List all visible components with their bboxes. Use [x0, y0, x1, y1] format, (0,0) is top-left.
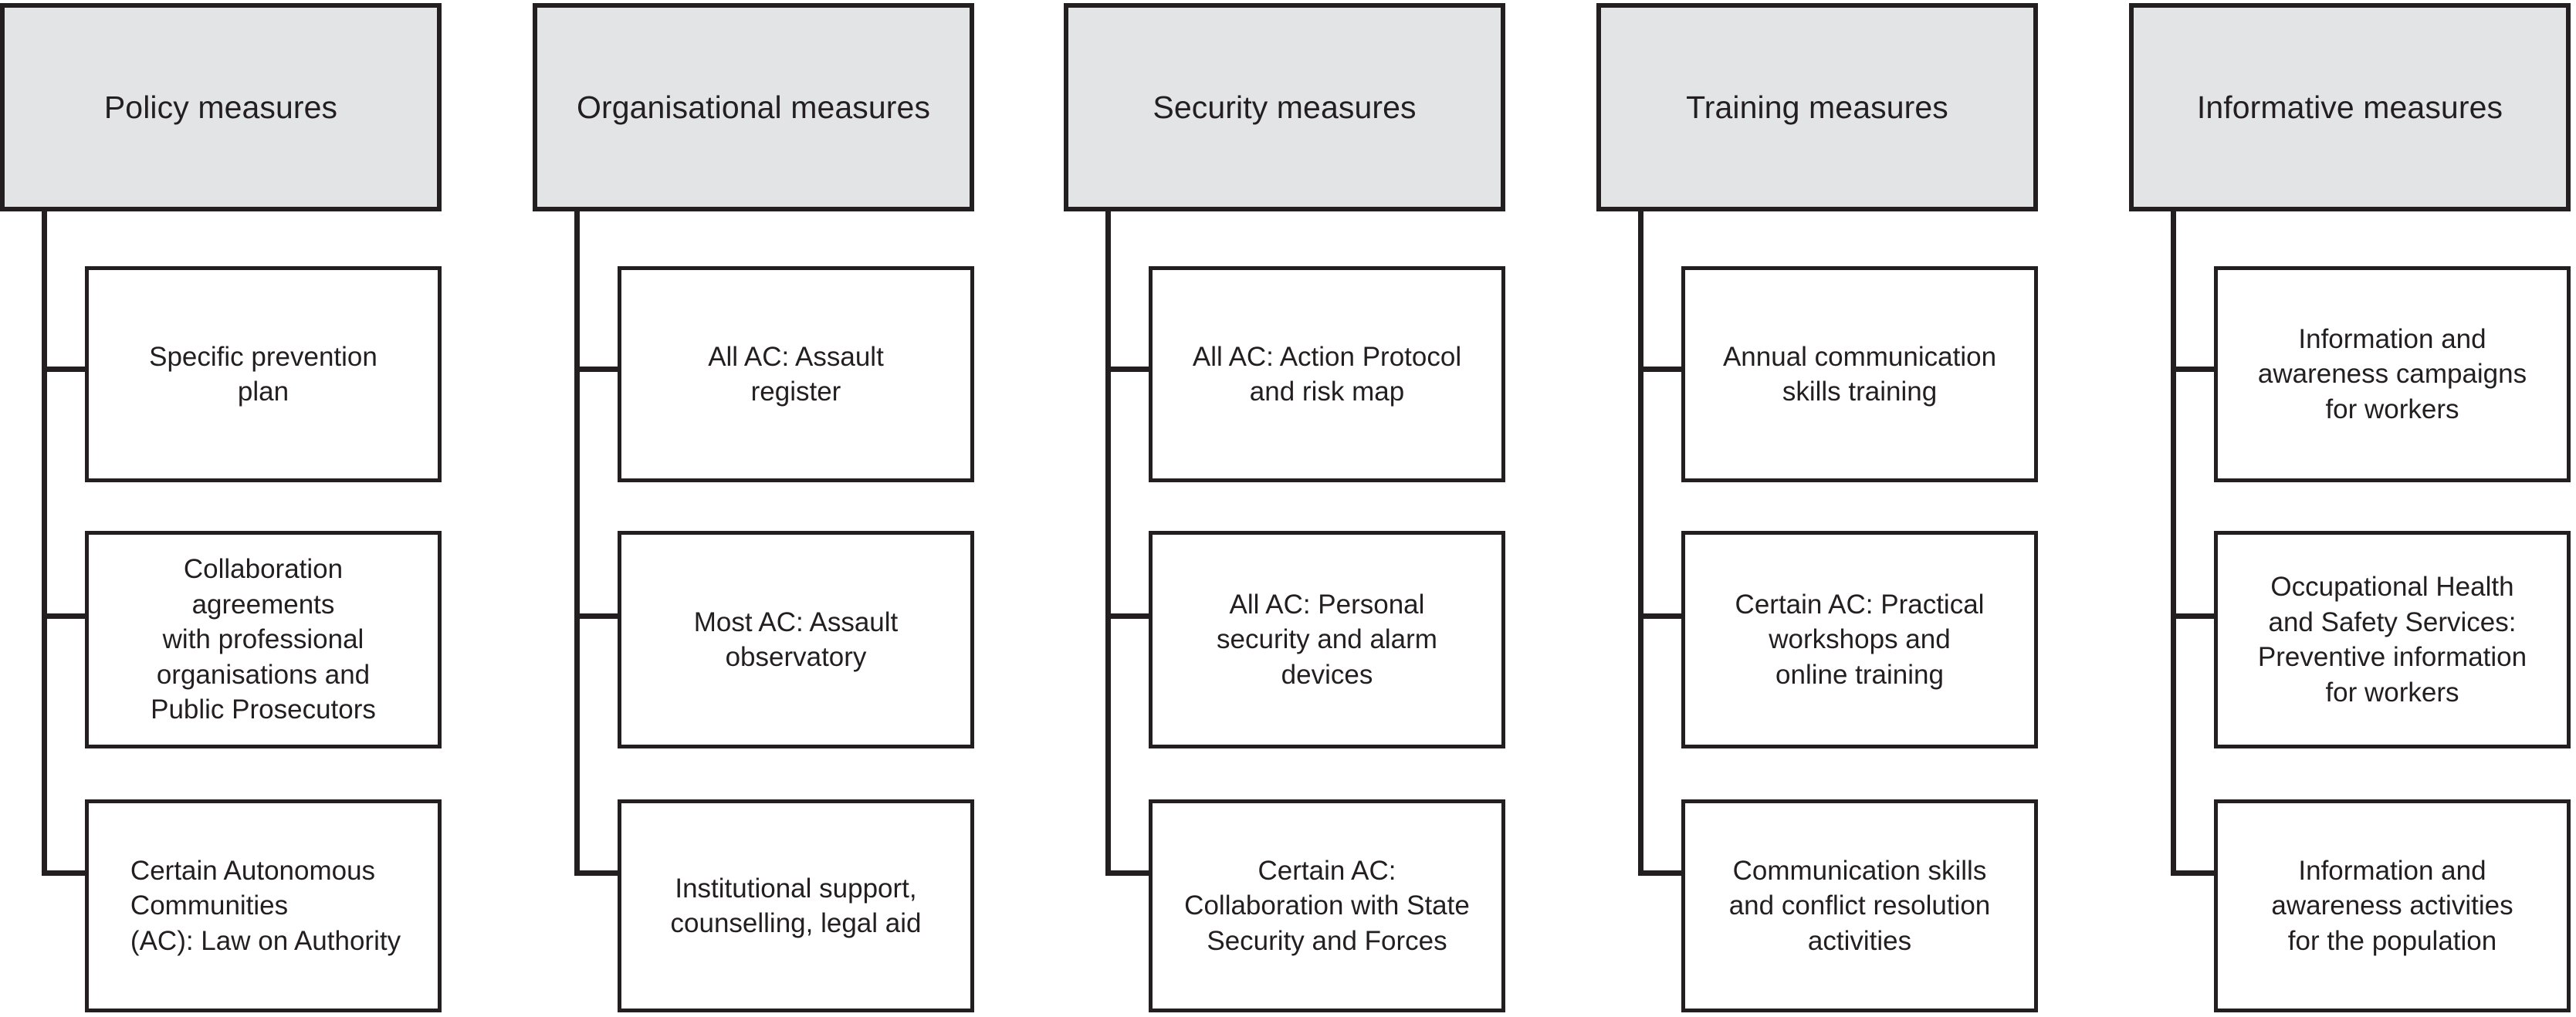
header-box-organisational[interactable]: Organisational measures [533, 3, 974, 211]
connector-branch-policy-3 [42, 870, 90, 876]
node-label-organisational-3: Institutional support, counselling, lega… [670, 873, 922, 939]
header-box-training[interactable]: Training measures [1596, 3, 2038, 211]
node-label-policy-1: Specific prevention plan [149, 341, 377, 407]
diagram-column-policy: Policy measures Specific prevention plan… [0, 0, 533, 1017]
connector-stem-informative [2171, 211, 2176, 875]
node-policy-2[interactable]: Collaboration agreements with profession… [85, 531, 442, 748]
diagram-column-training: Training measures Annual communication s… [1596, 0, 2129, 1017]
node-label-informative-1: Information and awareness campaigns for … [2257, 323, 2527, 424]
node-label-informative-3: Information and awareness activities for… [2271, 855, 2513, 956]
header-label-security: Security measures [1153, 89, 1417, 125]
node-label-training-2: Certain AC: Practical workshops and onli… [1735, 589, 1985, 690]
header-label-training: Training measures [1686, 89, 1948, 125]
node-informative-1[interactable]: Information and awareness campaigns for … [2214, 266, 2571, 482]
node-label-policy-3: Certain Autonomous Communities (AC): Law… [130, 855, 401, 956]
connector-branch-training-2 [1638, 613, 1686, 619]
connector-branch-training-3 [1638, 870, 1686, 876]
node-label-organisational-2: Most AC: Assault observatory [693, 606, 899, 673]
connector-stem-training [1638, 211, 1643, 875]
node-informative-2[interactable]: Occupational Health and Safety Services:… [2214, 531, 2571, 748]
node-security-1[interactable]: All AC: Action Protocol and risk map [1149, 266, 1505, 482]
node-organisational-3[interactable]: Institutional support, counselling, lega… [618, 799, 974, 1012]
node-label-informative-2: Occupational Health and Safety Services:… [2257, 572, 2527, 708]
diagram-column-organisational: Organisational measures All AC: Assault … [533, 0, 1065, 1017]
diagram-column-informative: Informative measures Information and awa… [2129, 0, 2576, 1017]
node-label-security-1: All AC: Action Protocol and risk map [1192, 341, 1462, 407]
node-policy-3[interactable]: Certain Autonomous Communities (AC): Law… [85, 799, 442, 1012]
diagram-column-security: Security measures All AC: Action Protoco… [1064, 0, 1596, 1017]
header-box-security[interactable]: Security measures [1064, 3, 1505, 211]
node-security-2[interactable]: All AC: Personal security and alarm devi… [1149, 531, 1505, 748]
node-label-security-2: All AC: Personal security and alarm devi… [1217, 589, 1437, 690]
header-box-informative[interactable]: Informative measures [2129, 3, 2571, 211]
connector-branch-security-2 [1105, 613, 1153, 619]
connector-branch-training-1 [1638, 367, 1686, 372]
node-label-training-1: Annual communication skills training [1722, 341, 1997, 407]
node-organisational-2[interactable]: Most AC: Assault observatory [618, 531, 974, 748]
connector-branch-security-3 [1105, 870, 1153, 876]
header-label-informative: Informative measures [2196, 89, 2503, 125]
header-label-policy: Policy measures [103, 89, 338, 125]
node-label-policy-2: Collaboration agreements with profession… [151, 554, 376, 725]
header-label-organisational: Organisational measures [576, 89, 931, 125]
node-security-3[interactable]: Certain AC: Collaboration with State Sec… [1149, 799, 1505, 1012]
connector-stem-policy [42, 211, 47, 875]
connector-stem-organisational [574, 211, 580, 875]
connector-branch-organisational-2 [574, 613, 622, 619]
connector-branch-policy-1 [42, 367, 90, 372]
node-label-training-3: Communication skills and conflict resolu… [1728, 855, 1991, 956]
connector-branch-organisational-1 [574, 367, 622, 372]
connector-branch-informative-1 [2171, 367, 2219, 372]
node-label-security-3: Certain AC: Collaboration with State Sec… [1184, 855, 1470, 956]
node-training-2[interactable]: Certain AC: Practical workshops and onli… [1681, 531, 2038, 748]
node-training-1[interactable]: Annual communication skills training [1681, 266, 2038, 482]
connector-stem-security [1105, 211, 1111, 875]
connector-branch-security-1 [1105, 367, 1153, 372]
connector-branch-informative-3 [2171, 870, 2219, 876]
node-policy-1[interactable]: Specific prevention plan [85, 266, 442, 482]
node-organisational-1[interactable]: All AC: Assault register [618, 266, 974, 482]
node-informative-3[interactable]: Information and awareness activities for… [2214, 799, 2571, 1012]
node-training-3[interactable]: Communication skills and conflict resolu… [1681, 799, 2038, 1012]
header-box-policy[interactable]: Policy measures [0, 3, 442, 211]
node-label-organisational-1: All AC: Assault register [708, 341, 884, 407]
connector-branch-informative-2 [2171, 613, 2219, 619]
connector-branch-organisational-3 [574, 870, 622, 876]
connector-branch-policy-2 [42, 613, 90, 619]
